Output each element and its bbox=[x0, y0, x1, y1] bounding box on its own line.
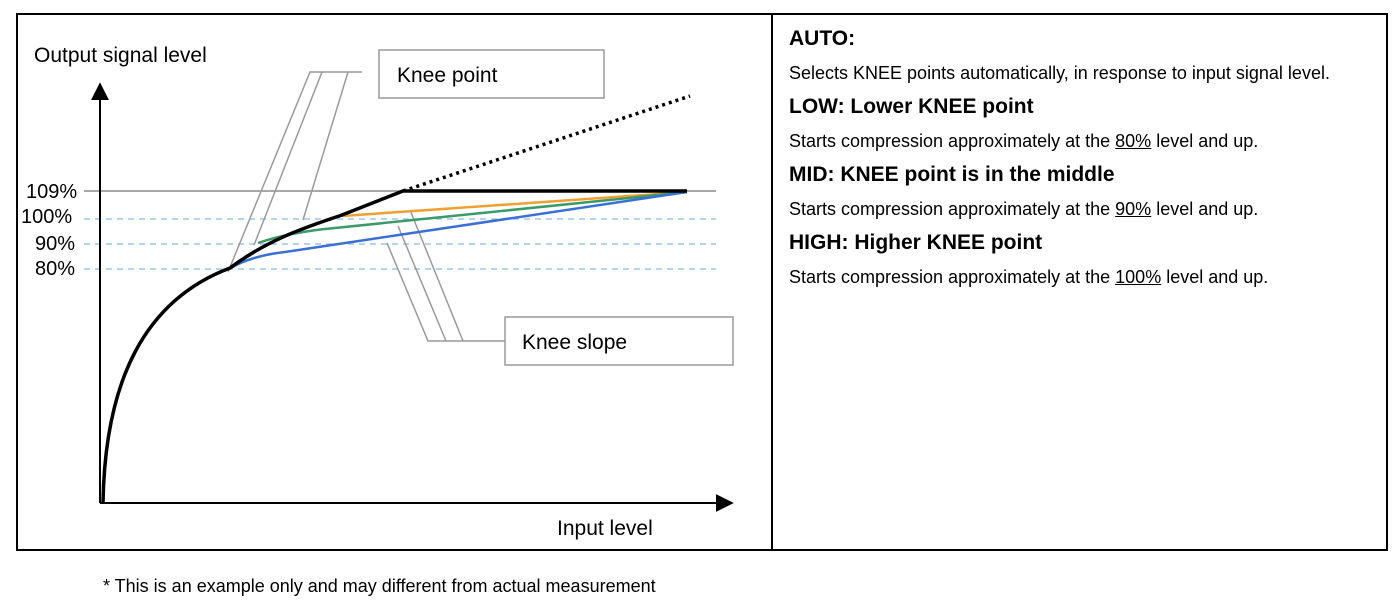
knee-diagram: Output signal level Input level 109% 100… bbox=[21, 44, 734, 540]
high-desc-pre: Starts compression approximately at the bbox=[789, 267, 1116, 287]
level-label-80: 80% bbox=[35, 258, 75, 280]
low-description: Starts compression approximately at the … bbox=[789, 120, 1372, 162]
auto-title: AUTO: bbox=[789, 27, 856, 50]
knee-slope-label: Knee slope bbox=[522, 331, 627, 354]
panel-divider bbox=[771, 13, 773, 551]
auto-description: Selects KNEE points automatically, in re… bbox=[789, 63, 1330, 83]
no-knee-extension bbox=[402, 94, 691, 193]
mid-desc-pre: Starts compression approximately at the bbox=[789, 199, 1116, 219]
y-axis-label: Output signal level bbox=[34, 44, 207, 67]
low-desc-pre: Starts compression approximately at the bbox=[789, 131, 1116, 151]
footnote: * This is an example only and may differ… bbox=[103, 576, 656, 596]
low-value: 80% bbox=[1115, 131, 1152, 151]
x-axis-label: Input level bbox=[557, 517, 653, 540]
mid-value: 90% bbox=[1115, 199, 1152, 219]
high-desc-post: level and up. bbox=[1161, 267, 1269, 287]
description-panel: AUTO: Selects KNEE points automatically,… bbox=[789, 26, 1372, 298]
mid-description: Starts compression approximately at the … bbox=[789, 188, 1372, 230]
high-title: HIGH: Higher KNEE point bbox=[789, 231, 1043, 254]
high-knee-curve bbox=[341, 190, 688, 218]
mid-desc-post: level and up. bbox=[1151, 199, 1259, 219]
high-value: 100% bbox=[1115, 267, 1162, 287]
outer-frame bbox=[16, 13, 1388, 551]
knee-point-leaders bbox=[227, 71, 362, 273]
knee-point-box bbox=[378, 49, 605, 99]
low-desc-post: level and up. bbox=[1151, 131, 1259, 151]
main-response-curve bbox=[101, 189, 687, 504]
level-label-90: 90% bbox=[35, 233, 75, 255]
knee-point-label: Knee point bbox=[397, 64, 498, 87]
level-label-109: 109% bbox=[26, 181, 77, 203]
knee-slope-box bbox=[504, 316, 734, 366]
high-description: Starts compression approximately at the … bbox=[789, 256, 1372, 298]
mid-title: MID: KNEE point is in the middle bbox=[789, 163, 1115, 186]
knee-slope-leaders bbox=[386, 209, 505, 342]
low-title: LOW: Lower KNEE point bbox=[789, 95, 1034, 118]
level-label-100: 100% bbox=[21, 206, 72, 228]
mid-knee-curve bbox=[257, 190, 688, 245]
